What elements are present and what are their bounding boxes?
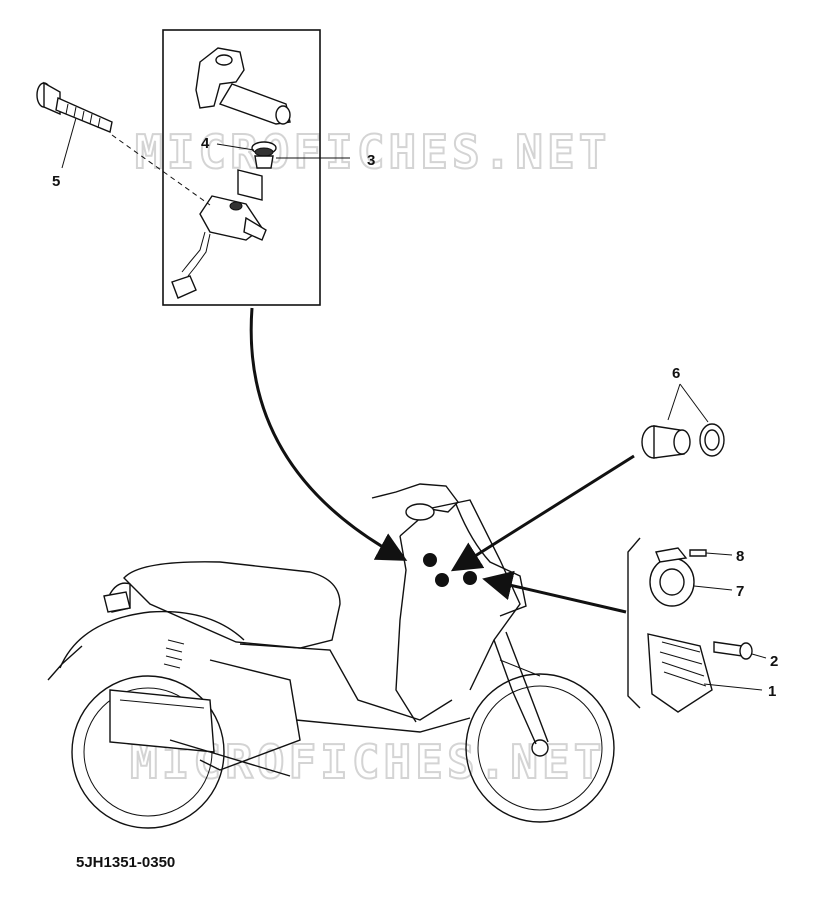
callout-6: 6 — [672, 365, 680, 382]
callout-4: 4 — [201, 135, 210, 152]
callout-8: 8 — [736, 548, 744, 565]
location-dot-part-6 — [435, 573, 449, 587]
watermark-top: MICROFICHES.NET — [135, 125, 610, 179]
lock-bracket-drawing — [195, 47, 291, 125]
scooter-drawing — [47, 483, 615, 829]
callout-5: 5 — [52, 173, 60, 190]
location-dot-main-switch — [423, 553, 437, 567]
callout-7: 7 — [736, 583, 744, 600]
arrow-horn-group — [482, 570, 627, 614]
callout-2: 2 — [770, 653, 778, 670]
switch-body-drawing — [171, 169, 267, 299]
bolt-drawing — [36, 81, 211, 206]
key-cap-drawing — [251, 141, 277, 169]
arrow-main-switch — [249, 307, 408, 561]
diagram-code: 5JH1351-0350 — [76, 854, 175, 871]
main-switch-kit-box — [162, 29, 350, 306]
callout-3: 3 — [367, 152, 375, 169]
callout-1: 1 — [768, 683, 776, 700]
part-6-drawing — [641, 383, 725, 459]
horn-rectifier-group — [627, 537, 767, 713]
arrow-part-6 — [450, 454, 635, 572]
location-dot-horn — [463, 571, 477, 585]
